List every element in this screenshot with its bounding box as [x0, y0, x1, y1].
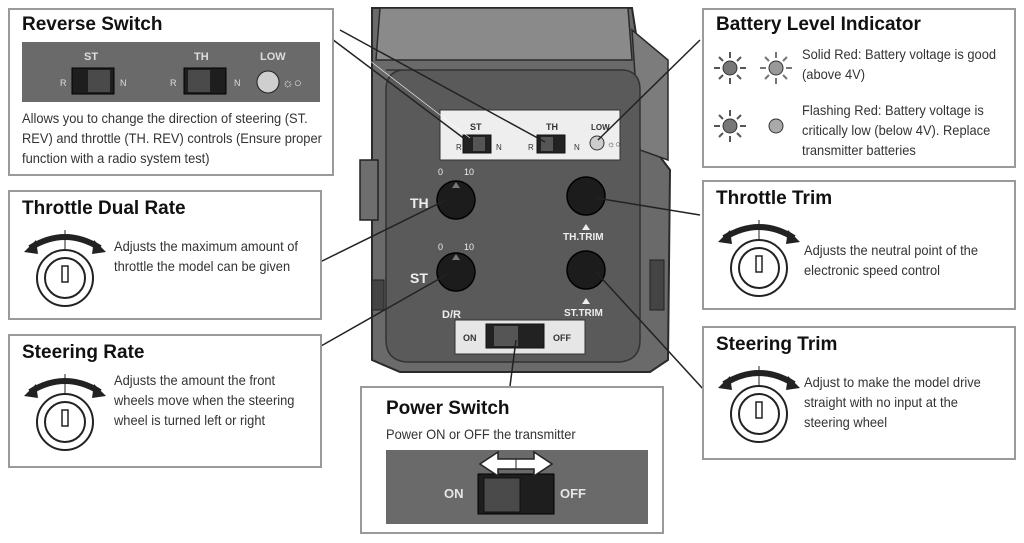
steering-trim-description: Adjust to make the model drive straight … [804, 374, 981, 430]
power-switch-title: Power Switch [386, 398, 510, 419]
throttle-dual-rate-title: Throttle Dual Rate [22, 198, 186, 219]
panel-th-switch-label: TH [546, 122, 558, 132]
panel-power-on-label: ON [463, 333, 477, 343]
panel-th-dial-pointer [452, 182, 460, 188]
throttle-dual-rate-box: Throttle Dual Rate Adjusts the maximum a… [8, 190, 322, 320]
throttle-trim-knob-icon [718, 220, 800, 297]
panel-n-label-1: N [496, 143, 502, 152]
reverse-switch-title: Reverse Switch [22, 14, 163, 35]
panel-steering-trim-knob[interactable] [566, 250, 606, 290]
panel-st-reverse-switch-knob [473, 137, 485, 151]
battery-indicator-box: Battery Level Indicator [702, 8, 1016, 168]
solid-red-led-icon-1 [714, 52, 746, 84]
leader-throttle-trim [595, 197, 701, 216]
panel-power-switch-knob [494, 326, 518, 346]
power-switch-illustration: ON OFF [386, 450, 648, 524]
panel-st-switch-label: ST [470, 122, 482, 132]
steering-trim-box: Steering Trim Adjust to make the model d… [702, 326, 1016, 460]
panel-throttle-trim-knob[interactable] [566, 176, 606, 216]
panel-throttle-dual-rate-dial[interactable] [436, 180, 476, 220]
panel-th-trim-arrow [582, 224, 590, 230]
panel-th-reverse-switch-knob [541, 137, 553, 151]
battery-solid-red-text: Solid Red: Battery voltage is good (abov… [802, 46, 997, 82]
leader-reverse-th [339, 29, 546, 143]
flashing-red-led-icon-on [714, 110, 746, 142]
panel-st-trim-arrow [582, 298, 590, 304]
panel-th-scale-max: 10 [464, 167, 474, 177]
reverse-th-label: TH [194, 51, 209, 63]
reverse-switch-box: Reverse Switch ST TH LOW R N R N ☼○ Allo… [8, 8, 334, 176]
left-edge-slot-1 [359, 159, 379, 221]
reverse-n-label-2: N [234, 78, 241, 88]
panel-st-label: ST [410, 270, 428, 286]
panel-power-off-label: OFF [553, 333, 571, 343]
panel-dr-label: D/R [442, 309, 461, 321]
leader-battery [597, 39, 701, 141]
panel-r-label-2: R [528, 143, 534, 152]
power-on-label: ON [444, 486, 464, 501]
steering-rate-knob-icon [24, 374, 106, 451]
panel-st-scale-max: 10 [464, 242, 474, 252]
reverse-n-label-1: N [120, 78, 127, 88]
panel-r-label-1: R [456, 143, 462, 152]
steering-rate-box: Steering Rate Adjusts the amount the fro… [8, 334, 322, 468]
led-status-glyphs: ☼○ [282, 75, 302, 90]
battery-flashing-red-text: Flashing Red: Battery voltage is critica… [802, 102, 991, 158]
st-reverse-switch-knob [88, 70, 110, 92]
panel-st-scale-min: 0 [438, 242, 443, 252]
steering-rate-title: Steering Rate [22, 342, 145, 363]
panel-st-dial-pointer [452, 254, 460, 260]
panel-th-label: TH [410, 195, 429, 211]
power-switch-double-arrow-icon [478, 450, 554, 478]
panel-n-label-2: N [574, 143, 580, 152]
panel-low-label: LOW [591, 123, 610, 132]
reverse-low-label: LOW [260, 51, 286, 63]
reverse-switch-illustration: ST TH LOW R N R N ☼○ [22, 42, 320, 102]
steering-trim-title: Steering Trim [716, 334, 838, 355]
power-switch-description: Power ON or OFF the transmitter [386, 426, 576, 442]
leader-throttle-dual-rate [313, 199, 447, 266]
throttle-dual-rate-description: Adjusts the maximum amount of throttle t… [114, 238, 298, 274]
right-edge-slot [649, 259, 665, 311]
leader-reverse-st [319, 29, 467, 141]
throttle-dual-rate-knob-icon [24, 230, 106, 307]
leader-steering-rate [313, 274, 447, 351]
reverse-r-label-1: R [60, 78, 67, 88]
leader-reverse-st-2 [329, 29, 471, 139]
solid-red-led-icon-2 [760, 52, 792, 84]
throttle-trim-description: Adjusts the neutral point of the electro… [804, 242, 978, 278]
panel-th-trim-label: TH.TRIM [563, 232, 604, 243]
flashing-red-led-icon-off [768, 118, 784, 134]
th-reverse-switch-knob [188, 70, 210, 92]
power-off-label: OFF [560, 486, 586, 501]
battery-led-icons [714, 52, 792, 142]
panel-steering-rate-dial[interactable] [436, 252, 476, 292]
steering-rate-description: Adjusts the amount the front wheels move… [114, 372, 295, 428]
battery-indicator-title: Battery Level Indicator [716, 14, 921, 35]
throttle-trim-box: Throttle Trim Adjusts the neutral point … [702, 180, 1016, 310]
low-battery-led [256, 70, 280, 94]
panel-led-glyph: ☼○ [607, 139, 621, 149]
throttle-trim-title: Throttle Trim [716, 188, 833, 209]
reverse-switch-description: Allows you to change the direction of st… [22, 110, 322, 166]
reverse-st-label: ST [84, 51, 98, 63]
reverse-r-label-2: R [170, 78, 177, 88]
leader-power-switch [509, 339, 517, 387]
power-switch-box: Power Switch Power ON or OFF the transmi… [360, 386, 664, 534]
steering-trim-knob-icon [718, 366, 800, 443]
panel-top-cover [375, 7, 633, 61]
panel-st-trim-label: ST.TRIM [564, 308, 603, 319]
power-switch-slider[interactable] [483, 477, 521, 513]
leader-steering-trim [595, 271, 705, 391]
panel-low-led [589, 135, 605, 151]
left-edge-slot-2 [371, 279, 385, 311]
panel-th-scale-min: 0 [438, 167, 443, 177]
